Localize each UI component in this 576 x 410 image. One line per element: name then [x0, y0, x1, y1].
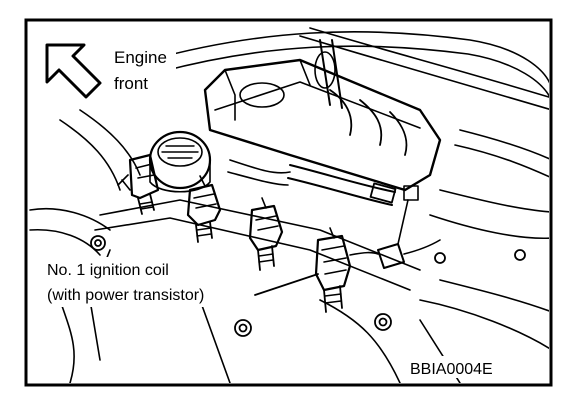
callout-leader-line — [254, 273, 319, 296]
direction-label-line2: front — [114, 74, 148, 93]
outline-arrow-up-left-icon — [45, 43, 102, 99]
direction-label-line1: Engine — [114, 48, 167, 67]
oil-filler-cap — [148, 130, 212, 193]
ignition-coil-1 — [117, 153, 160, 215]
figure-code: BBIA0004E — [410, 361, 493, 378]
callout-line1: No. 1 ignition coil — [47, 262, 169, 279]
figure-code-bg — [400, 356, 520, 378]
direction-label-bg — [106, 42, 176, 100]
bolts — [90, 235, 526, 337]
ignition-coil-3 — [248, 197, 284, 271]
ignition-coil-2 — [186, 175, 222, 243]
intake-manifold — [203, 39, 442, 192]
callout-label-bg — [44, 257, 254, 307]
engine-illustration — [29, 27, 549, 383]
harness-tube — [227, 159, 397, 206]
harness-clip — [349, 185, 441, 269]
callout-line2: (with power transistor) — [47, 287, 204, 304]
